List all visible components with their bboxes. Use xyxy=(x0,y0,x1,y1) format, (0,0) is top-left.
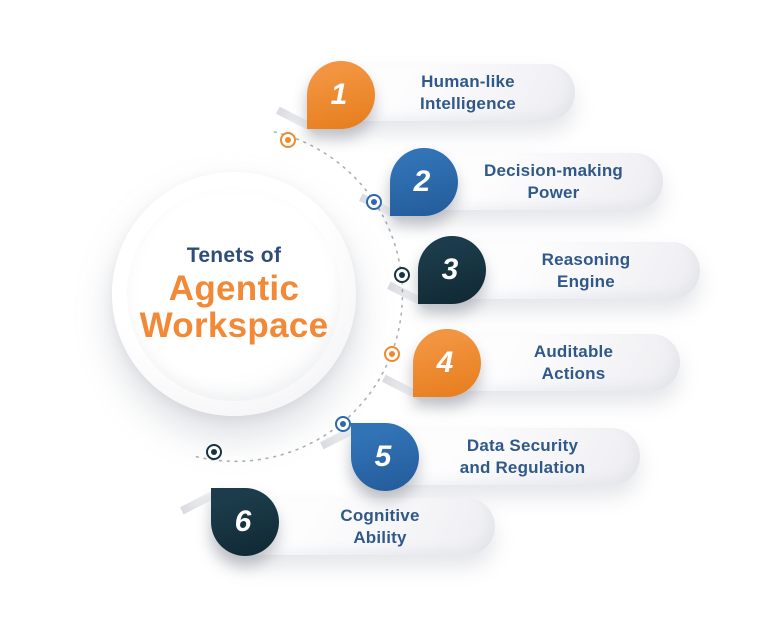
tenet-number-badge-4: 4 xyxy=(413,329,481,397)
connector-dot-6 xyxy=(206,444,222,460)
connector-dot-5 xyxy=(335,416,351,432)
tenet-label-1: Human-like Intelligence xyxy=(420,72,516,113)
connector-dot-4 xyxy=(384,346,400,362)
connector-dot-2 xyxy=(366,194,382,210)
central-circle: Tenets of Agentic Workspace xyxy=(112,172,356,416)
tenet-number-badge-3: 3 xyxy=(418,236,486,304)
dotted-arc xyxy=(195,131,404,463)
tenet-label-4: Auditable Actions xyxy=(533,342,614,383)
tenet-label-5: Data Security and Regulation xyxy=(459,436,586,477)
tenet-number-badge-2: 2 xyxy=(390,148,458,216)
tenet-number-1: 1 xyxy=(330,78,348,111)
diagram-title: Agentic Workspace xyxy=(139,268,329,345)
tenet-number-badge-6: 6 xyxy=(211,488,279,556)
tenet-label-2: Decision-making Power xyxy=(483,161,624,202)
connector-dot-1 xyxy=(280,132,296,148)
central-circle-inner: Tenets of Agentic Workspace xyxy=(127,187,341,401)
tenet-number-5: 5 xyxy=(374,440,392,473)
tenet-number-6: 6 xyxy=(234,505,252,538)
connector-dot-3 xyxy=(394,267,410,283)
tenet-label-6: Cognitive Ability xyxy=(340,506,420,547)
tenet-number-2: 2 xyxy=(413,165,431,198)
tenet-number-3: 3 xyxy=(441,253,459,286)
tenet-label-3: Reasoning Engine xyxy=(541,250,631,291)
tenet-number-4: 4 xyxy=(436,346,454,379)
tenet-number-badge-5: 5 xyxy=(351,423,419,491)
tenet-number-badge-1: 1 xyxy=(307,61,375,129)
diagram-subtitle: Tenets of xyxy=(186,243,282,267)
